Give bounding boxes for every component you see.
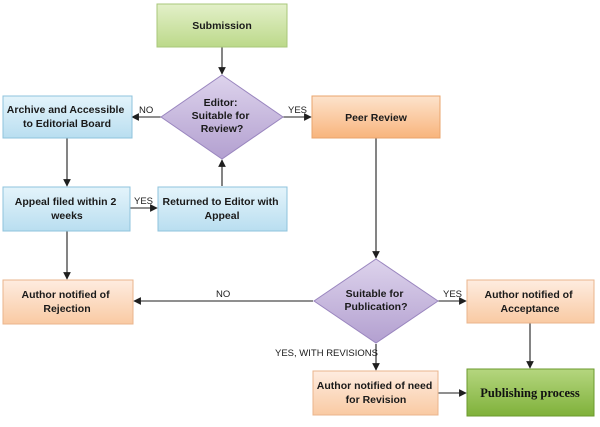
node-label-line: Publication?: [345, 301, 408, 313]
edges: [63, 47, 534, 397]
svg-text:Archive and Accessible: Archive and Accessible to Editorial Boar…: [7, 104, 127, 130]
node-label-line: Author notified of: [485, 289, 574, 301]
node-revision: Author notified of need for Revision: [312, 370, 439, 416]
node-submission: Submission: [156, 3, 288, 48]
node-label-line: Submission: [192, 20, 252, 32]
svg-text:Peer Review: Peer Review: [345, 112, 408, 124]
node-label-line: for Revision: [346, 394, 407, 406]
node-publication-decision: Suitable for Publication?: [313, 258, 439, 344]
edge-label-appeal-yes: YES: [134, 196, 153, 207]
svg-text:Suitable for Publicati: Suitable for Publication?: [345, 288, 408, 313]
node-label-line: Editor:: [204, 97, 238, 109]
node-appeal-filed: Appeal filed within 2 weeks: [2, 186, 131, 232]
node-label-line: Appeal filed within 2: [15, 196, 117, 208]
node-acceptance: Author notified of Acceptance: [466, 279, 595, 324]
edge-label-publication-revisions: YES, WITH REVISIONS: [275, 348, 378, 359]
node-label-line: Rejection: [43, 303, 90, 315]
node-archive: Archive and Accessible to Editorial Boar…: [2, 95, 133, 139]
node-label-line: Archive and Accessible: [7, 104, 125, 116]
node-label-line: Acceptance: [501, 303, 560, 315]
edge-label-publication-yes: YES: [443, 289, 462, 300]
node-label-line: Appeal: [204, 210, 239, 222]
svg-text:Appeal filed within 2: Appeal filed within 2 weeks: [15, 196, 119, 222]
svg-text:Author notified of need: Author notified of need for Revision: [317, 380, 435, 406]
edge-label-editor-yes: YES: [288, 105, 307, 116]
node-editor-decision: Editor: Suitable for Review?: [160, 74, 284, 160]
node-label-line: Suitable for: [346, 288, 404, 300]
node-label-line: to Editorial Board: [23, 118, 111, 130]
node-label-line: Author notified of: [22, 289, 111, 301]
svg-text:Publishing process: Publishing process: [480, 386, 580, 400]
node-label-line: Returned to Editor with: [163, 196, 279, 208]
svg-text:Author notified of Acc: Author notified of Acceptance: [485, 289, 576, 315]
svg-text:Submission: Submission: [192, 20, 252, 32]
svg-text:Author notified of Rej: Author notified of Rejection: [22, 289, 113, 315]
node-label-line: Review?: [201, 123, 244, 135]
node-label-line: Author notified of need: [317, 380, 433, 392]
node-publishing: Publishing process: [466, 368, 595, 417]
edge-label-editor-no: NO: [139, 105, 153, 116]
node-peer-review: Peer Review: [311, 95, 441, 139]
nodes: Submission Editor: Suitable for Review? …: [2, 3, 595, 417]
node-rejection: Author notified of Rejection: [2, 279, 134, 325]
node-label-line: Peer Review: [345, 112, 408, 124]
node-label-line: Suitable for: [192, 110, 250, 122]
node-label-line: weeks: [50, 210, 83, 222]
edge-labels: NO YES YES NO YES YES, WITH REVISIONS: [134, 105, 462, 359]
node-label-line: Publishing process: [480, 386, 580, 400]
svg-text:Editor: Suitable for: Editor: Suitable for Review?: [192, 97, 253, 135]
svg-text:Returned to Editor with: Returned to Editor with Appeal: [163, 196, 282, 222]
node-returned-to-editor: Returned to Editor with Appeal: [157, 186, 288, 232]
edge-label-publication-no: NO: [216, 289, 230, 300]
